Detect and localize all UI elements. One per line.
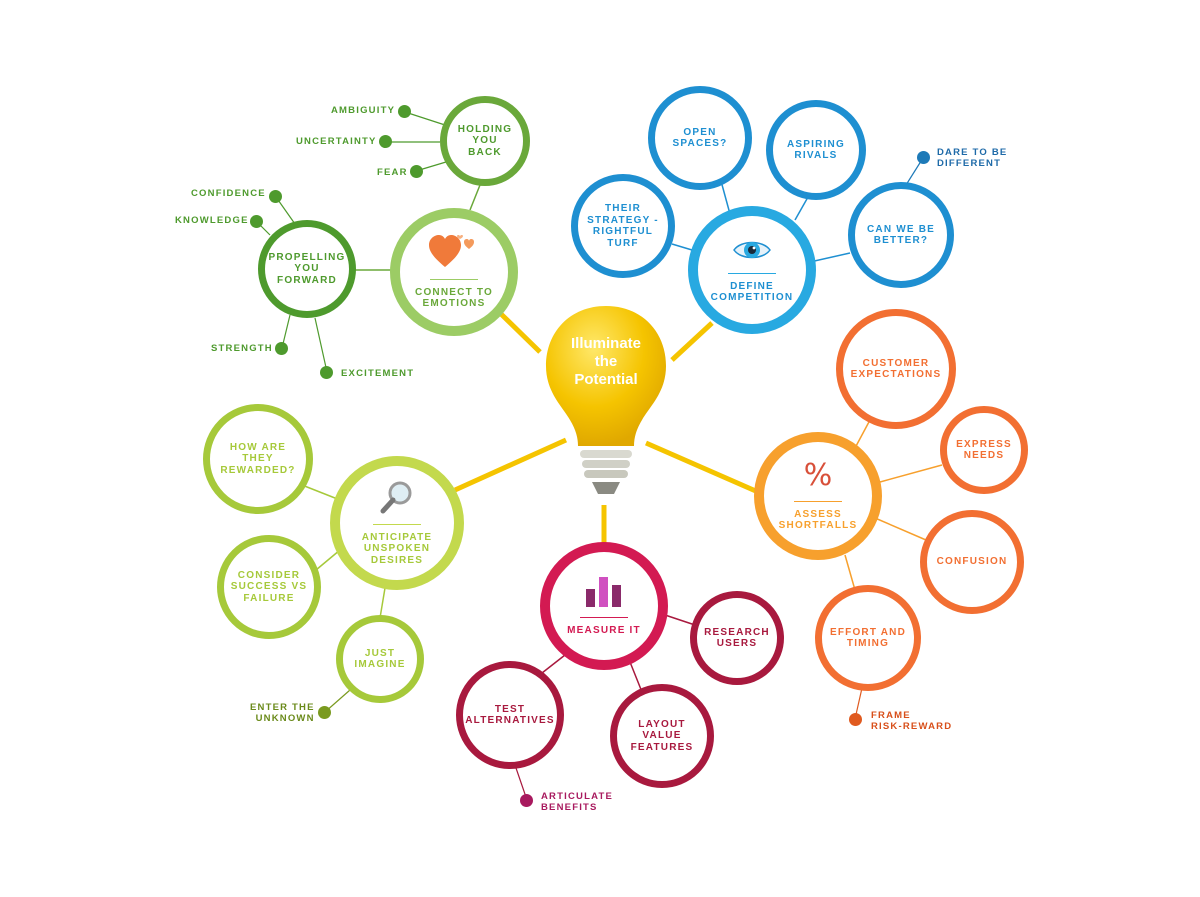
hub-divider bbox=[373, 523, 421, 525]
leaf-dot bbox=[410, 165, 423, 178]
node-label: CONSIDER SUCCESS VS FAILURE bbox=[230, 569, 308, 604]
lightbulb-icon bbox=[546, 306, 666, 494]
node-label: JUST IMAGINE bbox=[354, 647, 406, 671]
node-can-we-be-better[interactable]: CAN WE BE BETTER? bbox=[848, 182, 954, 288]
node-holding-you-back[interactable]: HOLDING YOU BACK bbox=[440, 96, 530, 186]
hub-divider bbox=[580, 617, 628, 619]
leaf-dot bbox=[320, 366, 333, 379]
node-label: EFFORT AND TIMING bbox=[829, 626, 907, 650]
node-layout-value-features[interactable]: LAYOUT VALUE FEATURES bbox=[610, 684, 714, 788]
leaf-ambiguity: AMBIGUITY bbox=[331, 105, 396, 116]
node-customer-expectations[interactable]: CUSTOMER EXPECTATIONS bbox=[836, 309, 956, 429]
hub-divider bbox=[430, 278, 478, 280]
node-open-spaces[interactable]: OPEN SPACES? bbox=[648, 86, 752, 190]
leaf-dot bbox=[275, 342, 288, 355]
leaf-dot bbox=[398, 105, 411, 118]
percent-icon: % bbox=[803, 457, 833, 493]
hub-divider bbox=[728, 272, 776, 274]
node-label: CONFUSION bbox=[936, 556, 1008, 568]
bar-chart-icon bbox=[586, 577, 621, 608]
leaf-excitement: EXCITEMENT bbox=[341, 368, 415, 379]
hub-measure-it[interactable]: MEASURE IT bbox=[540, 542, 668, 670]
leaf-frame-risk-reward: FRAME RISK-REWARD bbox=[871, 710, 953, 732]
magnifier-icon bbox=[380, 481, 412, 514]
leaf-confidence: CONFIDENCE bbox=[191, 188, 266, 199]
node-their-strategy[interactable]: THEIR STRATEGY - RIGHTFUL TURF bbox=[571, 174, 675, 278]
node-how-are-they-rewarded[interactable]: HOW ARE THEY REWARDED? bbox=[203, 404, 313, 514]
node-confusion[interactable]: CONFUSION bbox=[920, 510, 1024, 614]
leaf-dare-to-be-different: DARE TO BE DIFFERENT bbox=[937, 147, 1008, 169]
leaf-dot bbox=[318, 706, 331, 719]
leaf-strength: STRENGTH bbox=[211, 343, 273, 354]
leaf-dot bbox=[379, 135, 392, 148]
node-aspiring-rivals[interactable]: ASPIRING RIVALS bbox=[766, 100, 866, 200]
node-effort-and-timing[interactable]: EFFORT AND TIMING bbox=[815, 585, 921, 691]
node-consider-success-vs-failure[interactable]: CONSIDER SUCCESS VS FAILURE bbox=[217, 535, 321, 639]
leaf-enter-the-unknown: ENTER THE UNKNOWN bbox=[250, 702, 315, 724]
node-label: CUSTOMER EXPECTATIONS bbox=[850, 357, 942, 381]
node-label: LAYOUT VALUE FEATURES bbox=[630, 718, 694, 753]
center-title: Illuminate the Potential bbox=[570, 335, 641, 388]
leaf-fear: FEAR bbox=[377, 167, 408, 178]
node-label: EXPRESS NEEDS bbox=[956, 438, 1012, 462]
node-label: THEIR STRATEGY - RIGHTFUL TURF bbox=[587, 203, 659, 249]
hub-label: ASSESS SHORTFALLS bbox=[778, 508, 858, 532]
hub-label: DEFINE COMPETITION bbox=[710, 280, 794, 304]
node-label: OPEN SPACES? bbox=[672, 126, 728, 150]
leaf-dot bbox=[250, 215, 263, 228]
hub-anticipate-unspoken-desires[interactable]: ANTICIPATE UNSPOKEN DESIRES bbox=[330, 456, 464, 590]
hub-label: ANTICIPATE UNSPOKEN DESIRES bbox=[361, 531, 433, 566]
node-express-needs[interactable]: EXPRESS NEEDS bbox=[940, 406, 1028, 494]
node-label: HOLDING YOU BACK bbox=[457, 123, 513, 158]
node-label: ASPIRING RIVALS bbox=[787, 138, 845, 162]
node-test-alternatives[interactable]: TEST ALTERNATIVES bbox=[456, 661, 564, 769]
node-label: HOW ARE THEY REWARDED? bbox=[220, 441, 296, 476]
leaf-dot bbox=[269, 190, 282, 203]
eye-icon bbox=[733, 241, 771, 258]
leaf-dot bbox=[849, 713, 862, 726]
node-just-imagine[interactable]: JUST IMAGINE bbox=[336, 615, 424, 703]
hearts-icon bbox=[429, 234, 474, 267]
hub-divider bbox=[794, 500, 842, 502]
leaf-articulate-benefits: ARTICULATE BENEFITS bbox=[541, 791, 613, 813]
hub-assess-shortfalls[interactable]: % ASSESS SHORTFALLS bbox=[754, 432, 882, 560]
leaf-dot bbox=[520, 794, 533, 807]
hub-connect-to-emotions[interactable]: CONNECT TO EMOTIONS bbox=[390, 208, 518, 336]
hub-define-competition[interactable]: DEFINE COMPETITION bbox=[688, 206, 816, 334]
node-label: RESEARCH USERS bbox=[704, 626, 770, 650]
node-research-users[interactable]: RESEARCH USERS bbox=[690, 591, 784, 685]
node-label: CAN WE BE BETTER? bbox=[866, 223, 936, 247]
hub-label: MEASURE IT bbox=[567, 625, 641, 637]
leaf-knowledge: KNOWLEDGE bbox=[175, 215, 249, 226]
hub-label: CONNECT TO EMOTIONS bbox=[415, 286, 493, 310]
leaf-dot bbox=[917, 151, 930, 164]
leaf-uncertainty: UNCERTAINTY bbox=[296, 136, 377, 147]
node-label: PROPELLING YOU FORWARD bbox=[268, 251, 346, 286]
node-label: TEST ALTERNATIVES bbox=[465, 703, 555, 727]
node-propelling-you-forward[interactable]: PROPELLING YOU FORWARD bbox=[258, 220, 356, 318]
